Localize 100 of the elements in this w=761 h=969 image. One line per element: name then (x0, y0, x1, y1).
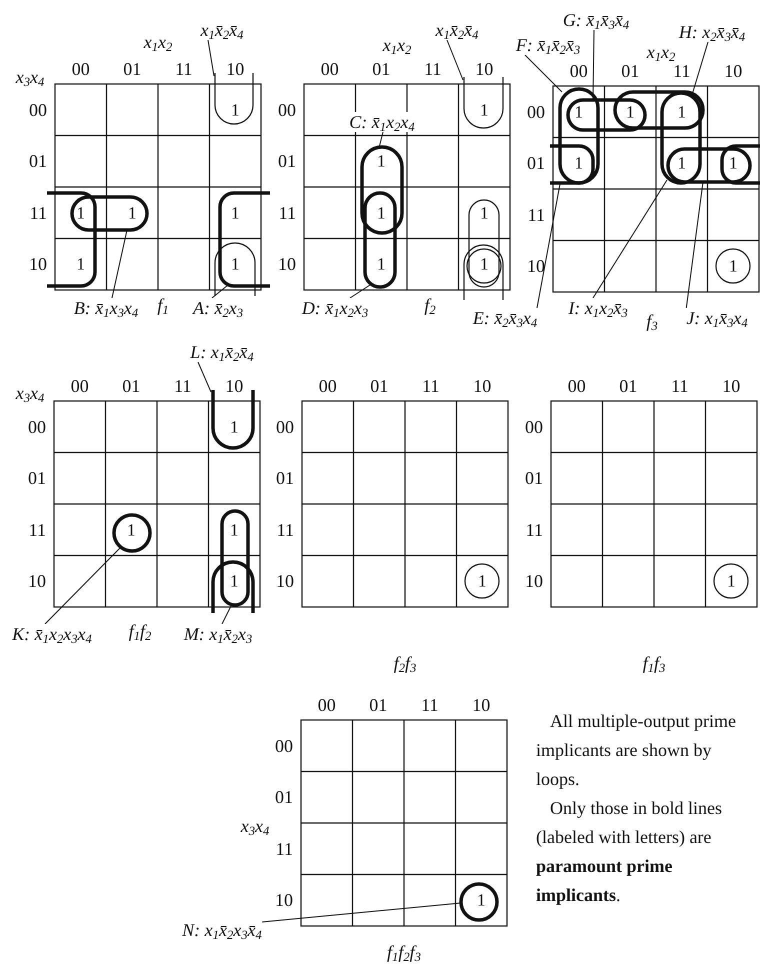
leader-line (536, 184, 560, 308)
row-header: 00 (278, 100, 296, 119)
implicant-loop (548, 144, 761, 185)
column-header: 01 (372, 60, 390, 78)
variable-label: x$_{1}$x$_{2}$ (646, 43, 676, 61)
cell-value: 1 (480, 101, 488, 118)
implicant-label: A: x̄$_{2}$x$_{3}$ (192, 298, 244, 318)
leader-line (208, 40, 214, 76)
column-header: 01 (122, 377, 140, 395)
implicant-circle (713, 563, 749, 599)
cell-value: 1 (574, 103, 583, 120)
implicant-label: D: x̄$_{1}$x$_{2}$x$_{3}$ (302, 298, 368, 318)
column-header: 11 (424, 60, 442, 78)
map-title: f$_{1}$f$_{3}$ (642, 654, 666, 672)
implicant-label: B: x̄$_{1}$x$_{3}$x$_{4}$ (74, 298, 138, 318)
cell-value: 1 (231, 256, 240, 273)
implicant-loop (463, 76, 504, 301)
cell-value: 1 (729, 258, 738, 275)
leader-line (198, 362, 212, 392)
map-title: f$_{1}$f$_{2}$ (128, 622, 152, 640)
column-header: 10 (475, 60, 494, 78)
column-header: 10 (473, 377, 492, 395)
cell-value: 1 (478, 572, 486, 590)
leader-line (592, 180, 668, 298)
column-header: 00 (72, 60, 90, 78)
map-title: f$_{1}$f$_{2}$f$_{3}$ (387, 943, 421, 961)
note-text: Only those in bold lines (labeled with letters) are paramount prime implicants. (536, 797, 723, 907)
cell-value: 1 (480, 256, 488, 273)
column-header: 00 (318, 696, 336, 714)
row-header: 01 (29, 152, 47, 170)
cell-value: 1 (76, 204, 85, 222)
row-header: 00 (275, 736, 293, 755)
cell-value: 1 (230, 521, 238, 538)
row-header: 10 (275, 891, 293, 910)
variable-label: x$_{1}$x$_{2}$ (382, 36, 412, 54)
cell-value: 1 (231, 101, 240, 118)
implicant-loop (666, 147, 752, 184)
cell-value: 1 (127, 521, 136, 538)
leader-line (212, 284, 228, 298)
row-header: 01 (28, 469, 46, 488)
cell-value: 1 (678, 103, 686, 120)
cell-value: 1 (477, 892, 486, 909)
leader-line (350, 284, 370, 298)
column-header: 01 (370, 377, 388, 395)
row-header: 01 (525, 469, 543, 488)
leader-line (378, 132, 384, 148)
column-header: 00 (320, 60, 339, 78)
cell-value: 1 (128, 204, 136, 222)
row-header: 11 (278, 204, 296, 222)
column-header: 11 (422, 377, 440, 395)
row-header: 01 (275, 788, 293, 806)
row-header: 10 (29, 255, 47, 274)
variable-label: x$_{3}$x$_{4}$ (240, 817, 270, 835)
implicant-loop (220, 509, 250, 607)
column-header: 11 (671, 377, 688, 395)
map-title: f$_{3}$ (646, 312, 658, 330)
column-header: 11 (175, 60, 192, 78)
implicant-loop (45, 191, 272, 288)
column-header: 01 (123, 60, 142, 78)
cell-value: 1 (574, 154, 583, 172)
row-header: 11 (528, 206, 545, 224)
column-header: 10 (226, 60, 244, 78)
row-header: 10 (525, 572, 543, 590)
implicant-loop (363, 191, 397, 289)
map-title: f$_{2}$f$_{3}$ (394, 654, 416, 672)
row-header: 01 (278, 152, 296, 170)
implicant-label: J: x$_{1}$x̄$_{3}$x$_{4}$ (686, 308, 748, 328)
column-header: 11 (421, 696, 438, 714)
implicant-loop (613, 90, 705, 130)
leader-line (686, 182, 704, 308)
row-header: 00 (28, 418, 46, 436)
row-header: 11 (276, 520, 294, 539)
column-header: 00 (70, 377, 89, 395)
leader-line (524, 54, 562, 92)
row-header: 11 (30, 204, 47, 222)
implicant-loop (566, 98, 647, 132)
column-header: 10 (722, 377, 740, 395)
row-header: 00 (29, 100, 47, 119)
note-text: All multiple-output prime implicants are shown by loops. (536, 710, 737, 791)
implicant-circle (464, 563, 500, 599)
cell-value: 1 (727, 572, 736, 590)
row-header: 11 (28, 520, 46, 539)
row-header: 10 (28, 572, 46, 590)
implicant-label: M: x$_{1}$x̄$_{2}$x$_{3}$ (184, 624, 252, 644)
row-header: 00 (276, 418, 294, 436)
implicant-label: I: x$_{1}$x$_{2}$x̄$_{3}$ (568, 298, 628, 318)
implicant-loop (70, 195, 149, 232)
implicant-label: K: x̄$_{1}$x$_{2}$x$_{3}$x$_{4}$ (12, 624, 92, 644)
column-header: 10 (225, 377, 244, 395)
cell-value: 1 (230, 572, 238, 590)
cell-value: 1 (480, 204, 488, 222)
implicant-circle (715, 248, 751, 284)
cell-value: 1 (230, 418, 238, 436)
column-header: 01 (621, 62, 640, 80)
column-header: 11 (174, 377, 192, 395)
row-header: 10 (527, 257, 545, 276)
row-header: 11 (276, 840, 293, 858)
implicant-circle (112, 513, 152, 553)
cell-value: 1 (377, 152, 386, 170)
leader-line (44, 548, 120, 624)
